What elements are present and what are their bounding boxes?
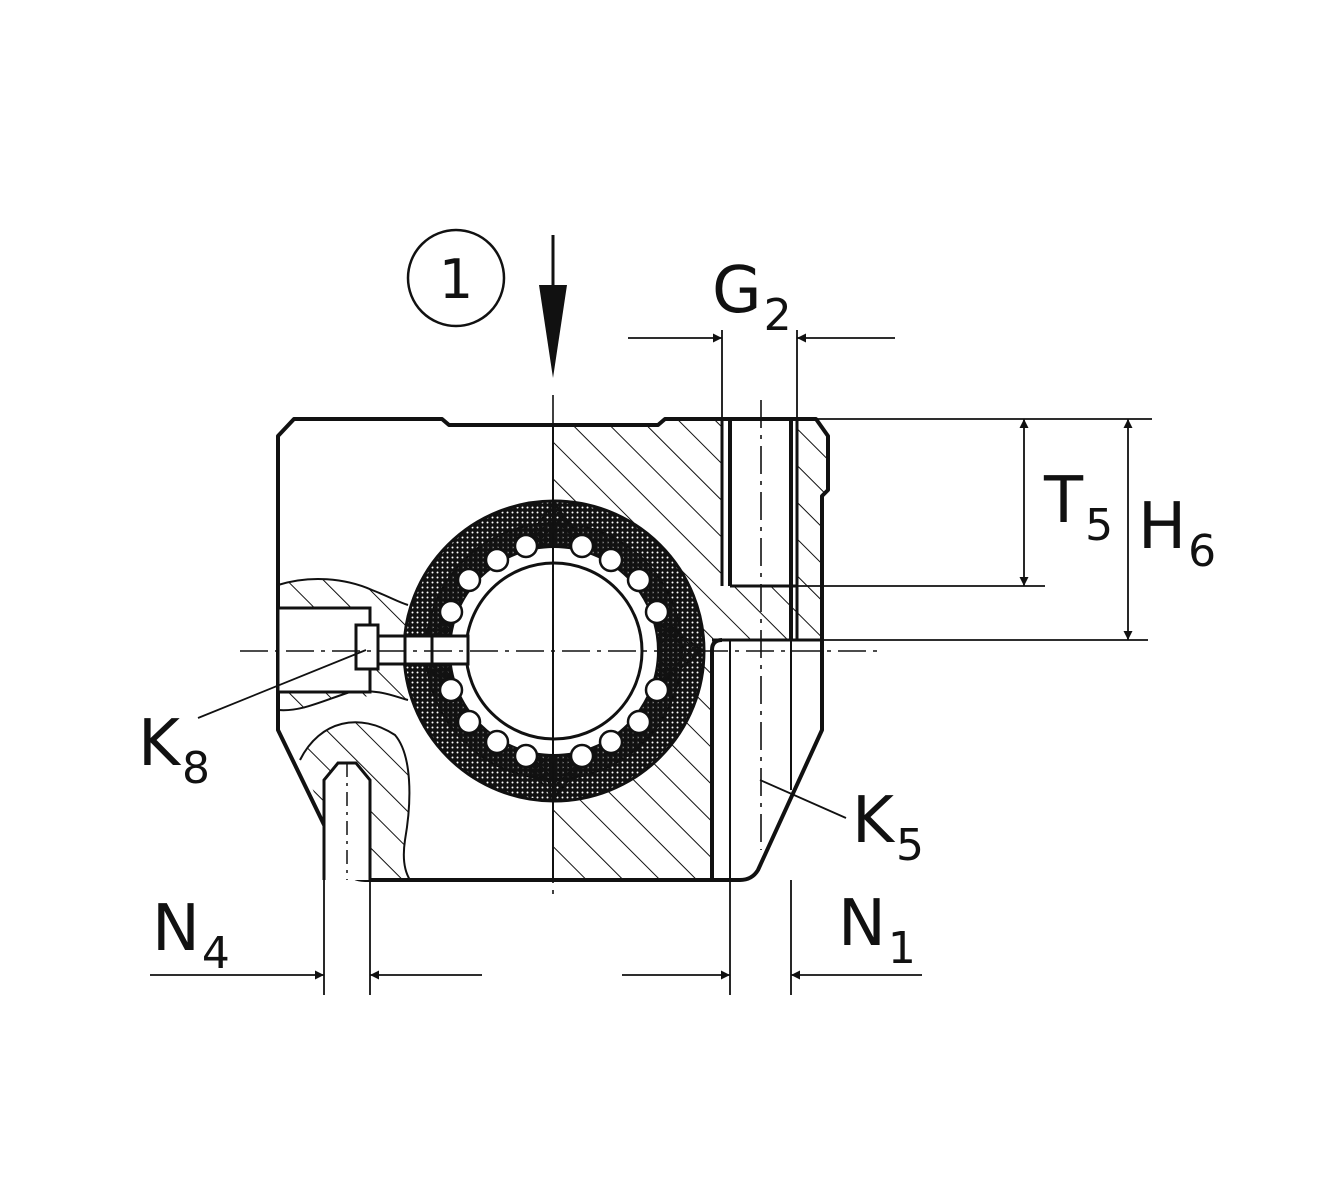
label-k8: K8: [138, 707, 210, 794]
center-lines: [240, 395, 878, 895]
label-n4: N4: [152, 892, 230, 979]
load-direction-arrow: [539, 235, 567, 378]
callout-number: 1: [439, 248, 473, 311]
dowel-pin: [322, 761, 372, 880]
dimension-lines: [150, 330, 1152, 995]
label-g2: G2: [712, 254, 792, 341]
label-t5: T5: [1043, 464, 1113, 551]
set-screw: [276, 606, 470, 694]
label-n1: N1: [838, 887, 916, 974]
callout-1: 1: [406, 228, 506, 328]
label-k5: K5: [852, 784, 924, 871]
label-h6: H6: [1138, 490, 1216, 577]
